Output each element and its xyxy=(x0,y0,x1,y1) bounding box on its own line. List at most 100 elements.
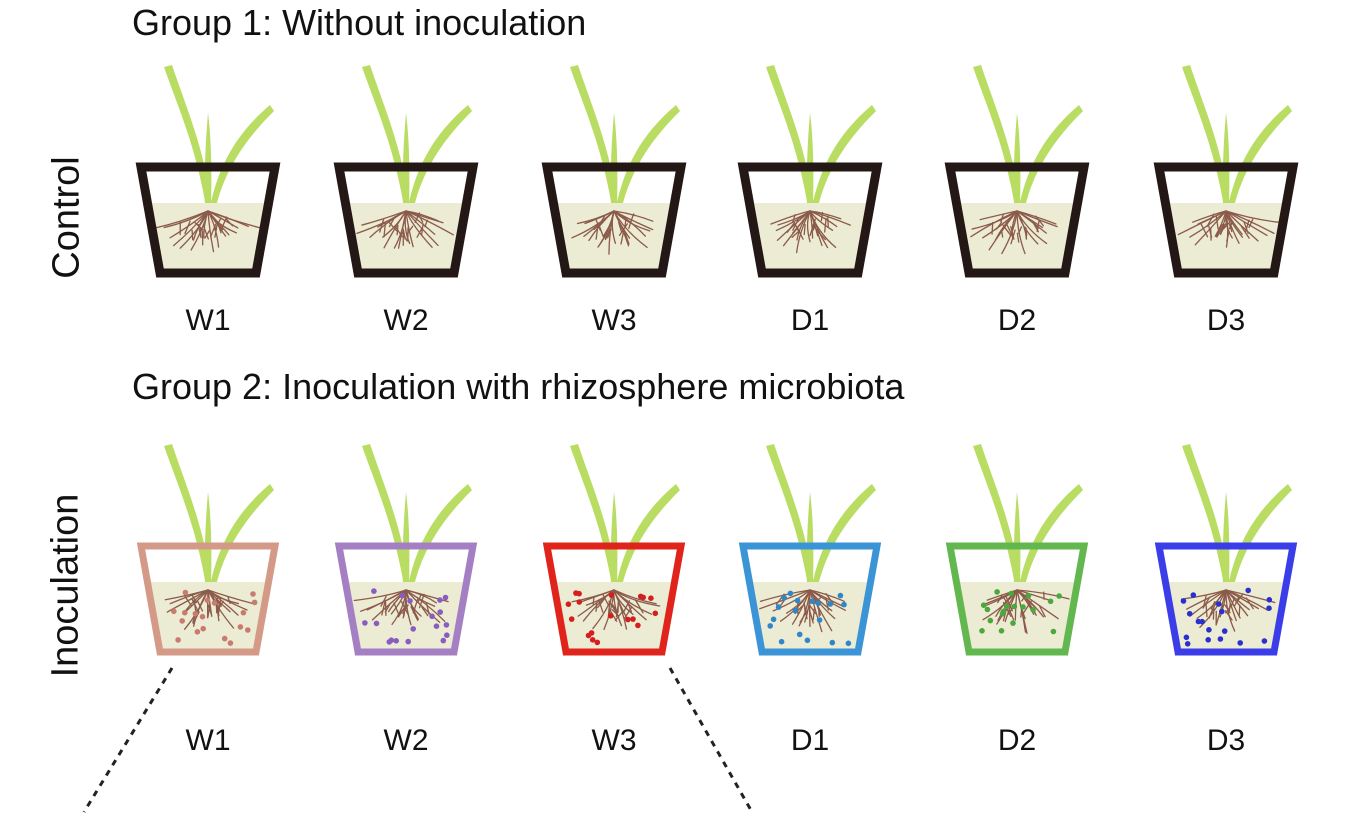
leaf xyxy=(362,444,410,586)
leaf xyxy=(1019,105,1083,207)
root-branch xyxy=(1215,223,1223,237)
plant-leaves xyxy=(1182,65,1292,207)
microbe-dot xyxy=(429,613,435,620)
leaf xyxy=(610,492,618,586)
root-branch xyxy=(218,600,224,609)
leaf xyxy=(1228,105,1292,207)
plant-leaves xyxy=(570,444,680,586)
leaf xyxy=(812,105,876,207)
microbe-dot xyxy=(594,639,601,646)
root xyxy=(979,210,1018,221)
plant-roots xyxy=(356,210,454,249)
pot-label: D1 xyxy=(791,304,829,337)
root xyxy=(798,589,811,627)
pot-d1: D1 xyxy=(738,444,882,757)
microbe-dot xyxy=(240,609,247,616)
microbe-dot xyxy=(200,625,206,632)
root xyxy=(971,210,1018,230)
root xyxy=(1189,589,1227,617)
root-branch xyxy=(811,224,821,234)
microbe-dot xyxy=(568,616,575,622)
plant-roots xyxy=(571,210,654,255)
root xyxy=(1214,210,1227,237)
root-branch xyxy=(808,608,814,624)
root-branch xyxy=(1202,596,1211,609)
pot-w1: W1 xyxy=(136,444,280,757)
pot-d3: D3 xyxy=(1154,444,1298,757)
leaf xyxy=(1222,492,1230,586)
root-branch xyxy=(410,606,419,622)
pot-w2: W2 xyxy=(333,65,479,337)
microbe-dot xyxy=(1050,628,1057,635)
microbe-dot xyxy=(1030,607,1036,613)
root xyxy=(1016,210,1058,228)
plant-roots xyxy=(154,210,260,253)
pot-label: D2 xyxy=(998,304,1036,337)
microbe-dot xyxy=(171,608,177,615)
microbe-dot xyxy=(987,617,994,624)
microbe-dot xyxy=(433,623,440,629)
microbe-dot xyxy=(770,616,777,623)
leaf xyxy=(806,113,814,207)
group-2-title: Group 2: Inoculation with rhizosphere mi… xyxy=(132,366,905,407)
plant-leaves xyxy=(766,65,876,207)
root-branch xyxy=(1005,596,1014,612)
microbe-dot xyxy=(1261,638,1268,644)
pot-outline xyxy=(945,542,1089,656)
plant-leaves xyxy=(164,65,274,207)
root xyxy=(207,589,257,605)
root-branch xyxy=(191,593,198,604)
root-branch xyxy=(214,227,218,238)
plant-leaves xyxy=(973,444,1083,586)
microbe-dot xyxy=(1266,597,1273,603)
microbe-dots xyxy=(171,589,258,646)
microbe-dot xyxy=(192,610,199,617)
root xyxy=(597,210,615,248)
root-branch xyxy=(803,223,806,236)
pot-label: D1 xyxy=(791,724,829,757)
pot-w2: W2 xyxy=(334,444,478,757)
microbe-dot xyxy=(635,622,641,629)
microbe-dot xyxy=(829,639,836,646)
root-branch xyxy=(1224,604,1231,614)
microbe-dot xyxy=(199,613,206,620)
microbe-dot xyxy=(237,624,244,630)
root-branch xyxy=(997,594,1003,604)
microbe-dot xyxy=(767,623,773,629)
pot-d2: D2 xyxy=(944,65,1090,337)
root-branch xyxy=(604,228,611,241)
plant-roots xyxy=(353,589,449,626)
microbe-dot xyxy=(999,611,1006,617)
root xyxy=(405,589,438,604)
root-branch xyxy=(1016,232,1020,243)
root xyxy=(613,589,647,621)
leaf xyxy=(973,444,1021,586)
microbe-dots xyxy=(767,590,852,647)
leaf xyxy=(1013,492,1021,586)
microbe-dot xyxy=(1219,608,1225,615)
root-branch xyxy=(1226,230,1230,242)
microbe-dot xyxy=(998,628,1005,634)
leaf xyxy=(1019,484,1083,586)
microbe-dot xyxy=(245,627,251,633)
root-branch xyxy=(380,595,387,607)
root xyxy=(809,589,833,632)
leaf xyxy=(616,105,680,207)
root xyxy=(405,210,414,248)
microbe-dot xyxy=(809,598,816,605)
microbe-dot xyxy=(182,609,188,616)
root-branch xyxy=(1206,213,1215,228)
root-branch xyxy=(1208,225,1213,238)
microbe-dot xyxy=(373,620,380,627)
root-branch xyxy=(623,606,633,620)
root xyxy=(1225,589,1249,617)
microbe-dot xyxy=(827,601,834,607)
microbe-dot xyxy=(792,607,799,614)
root-branch xyxy=(627,603,633,613)
microbe-dot xyxy=(371,588,377,594)
leaf xyxy=(204,492,212,586)
root xyxy=(1225,210,1229,248)
microbe-dot xyxy=(250,591,256,597)
root-branch xyxy=(202,224,209,240)
microbe-dot xyxy=(984,606,991,613)
